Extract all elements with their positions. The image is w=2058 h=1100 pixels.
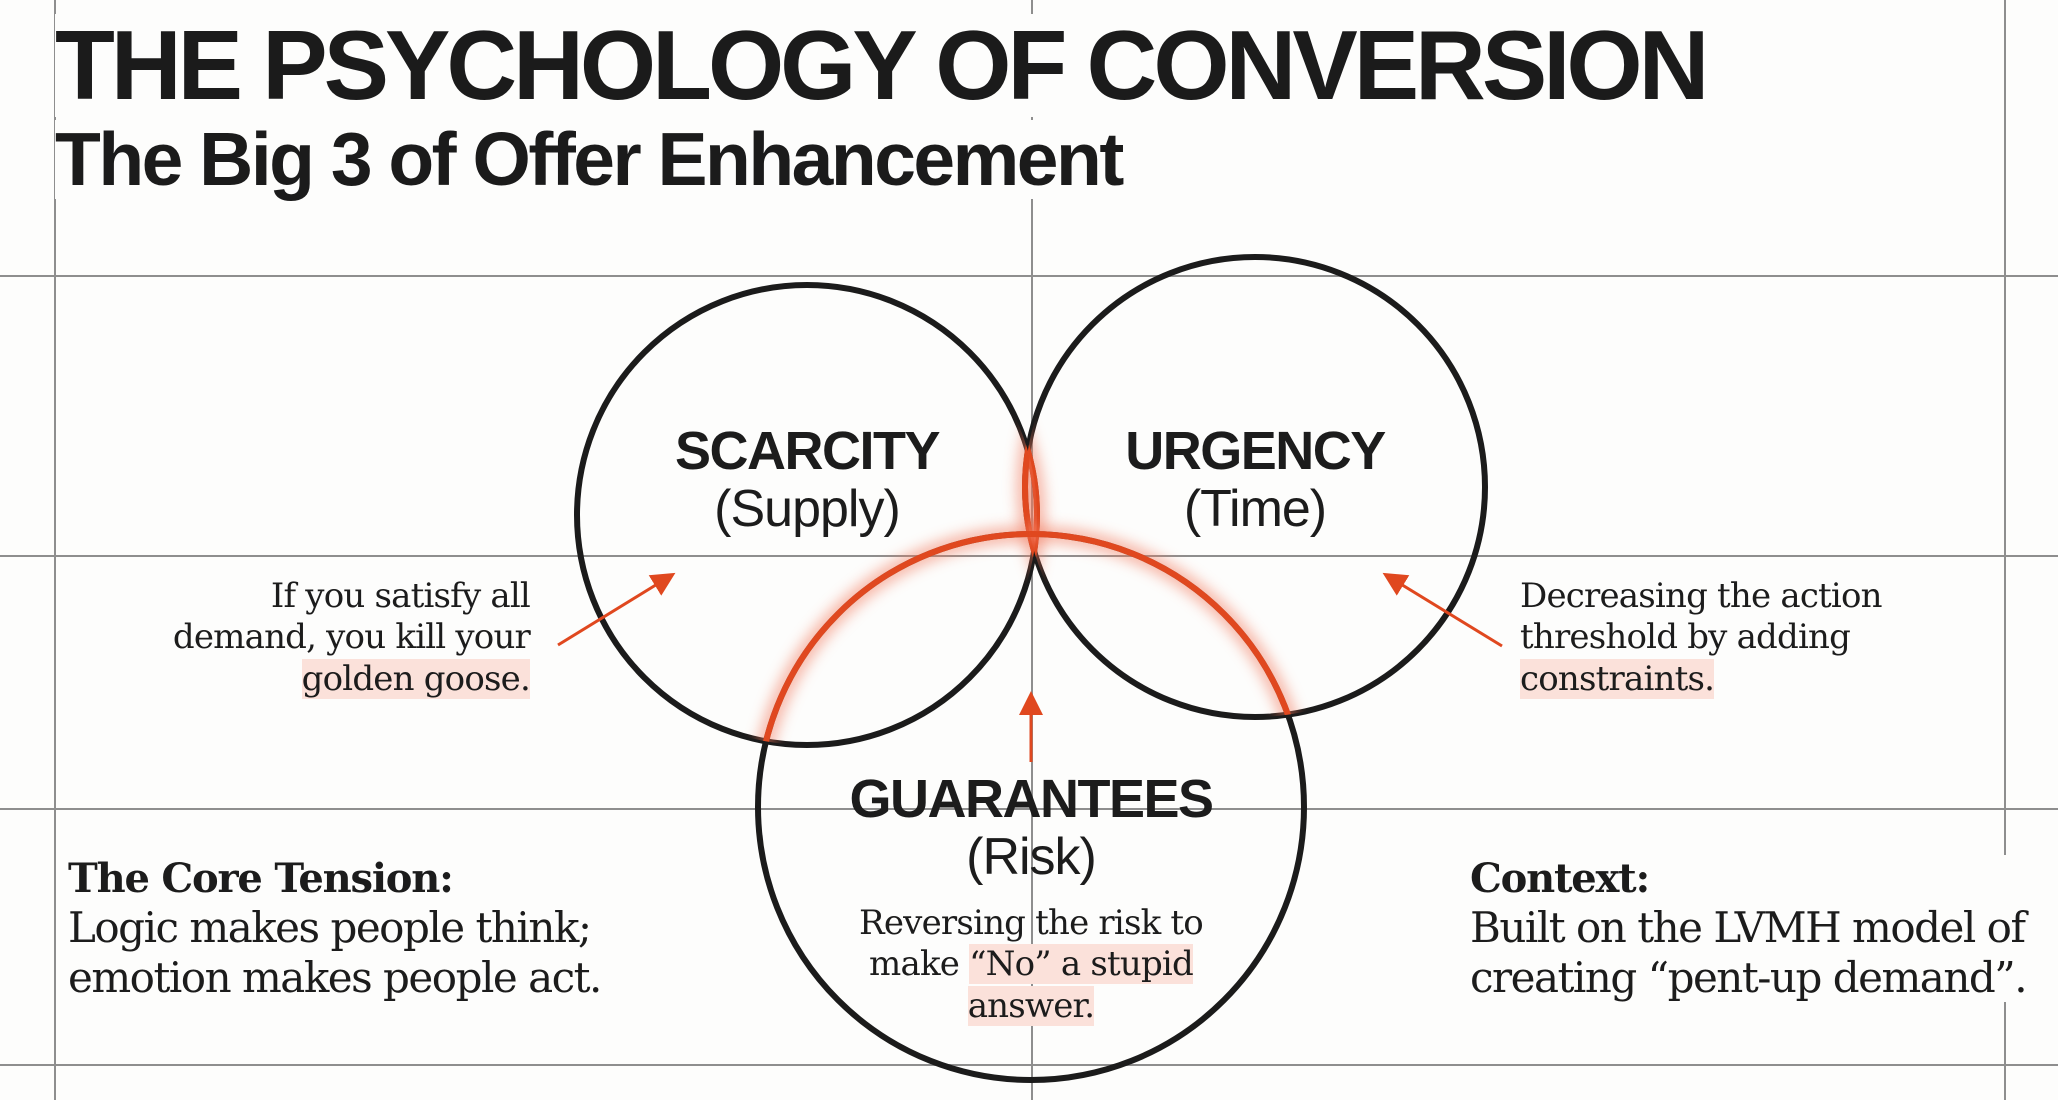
label-guarantees: GUARANTEES (Risk) (831, 769, 1231, 887)
context-block: Context: Built on the LVMH model of crea… (1470, 855, 2028, 1003)
context-line: Built on the LVMH model of (1470, 903, 2026, 952)
note-text: Reversing the risk to make (859, 903, 1204, 985)
core-tension-block: The Core Tension: Logic makes people thi… (68, 855, 602, 1003)
core-tension-heading: The Core Tension: (68, 855, 454, 902)
grid-line (54, 0, 56, 1100)
circle-sub: (Risk) (966, 828, 1097, 887)
page-subtitle: The Big 3 of Offer Enhancement (55, 120, 1128, 199)
note-text: Decreasing the action threshold by addin… (1520, 576, 1883, 658)
label-scarcity: SCARCITY (Supply) (607, 421, 1007, 539)
page-title: THE PSYCHOLOGY OF CONVERSION (55, 14, 1712, 117)
arrow-to-urgency (1382, 572, 1503, 648)
note-text: If you satisfy all demand, you kill your (172, 576, 531, 658)
note-highlight: golden goose. (301, 658, 531, 699)
intersection-glow (750, 277, 1312, 745)
core-tension-line: emotion makes people act. (68, 952, 602, 1002)
circle-sub: (Time) (1183, 480, 1327, 539)
context-heading: Context: (1470, 855, 1650, 902)
circle-name: URGENCY (1125, 421, 1386, 481)
circle-sub: (Supply) (714, 480, 901, 539)
note-urgency: Decreasing the action threshold by addin… (1520, 576, 1920, 700)
core-tension-line: Logic makes people think; (68, 903, 592, 952)
circle-name: GUARANTEES (849, 769, 1214, 829)
grid-line (0, 1064, 2058, 1066)
note-scarcity: If you satisfy all demand, you kill your… (135, 576, 531, 700)
note-highlight: “No” a stupid answer. (967, 944, 1194, 1026)
note-guarantees: Reversing the risk to make “No” a stupid… (841, 903, 1221, 1027)
label-urgency: URGENCY (Time) (1055, 421, 1455, 539)
note-highlight: constraints. (1520, 658, 1715, 699)
context-line: creating “pent-up demand”. (1470, 952, 2028, 1002)
grid-line (2004, 0, 2006, 1100)
circle-name: SCARCITY (674, 421, 941, 481)
grid-line (0, 808, 2058, 810)
grid-line (0, 275, 2058, 277)
arrow-to-scarcity (557, 572, 676, 647)
